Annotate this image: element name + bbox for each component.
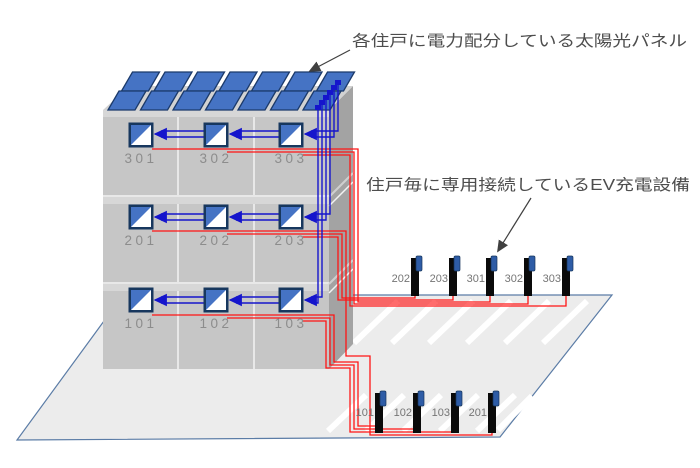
ev-charger-icon — [486, 255, 498, 296]
ev-charger-label-201: 201 — [469, 407, 487, 419]
side-floor-line — [328, 172, 354, 198]
ev-charger-label-302: 302 — [505, 273, 523, 285]
ev-charger-icon — [524, 255, 536, 296]
solar-panel — [106, 90, 148, 111]
ev-charger-icon — [451, 390, 463, 433]
unit-label-102: 102 — [199, 316, 232, 331]
parking-stripe — [464, 298, 514, 346]
unit-labels: 301 302 303 201 202 203 101 102 103 — [124, 151, 307, 331]
ev-charger-label-303: 303 — [543, 273, 561, 285]
ev-charger-icon — [411, 255, 423, 296]
pv-connector-icon — [335, 80, 341, 85]
ev-line-301 — [152, 148, 491, 303]
pv-line-floor2 — [161, 213, 280, 221]
ev-charger-icon — [562, 255, 574, 296]
unit-label-103: 103 — [274, 316, 307, 331]
ev-charger-label-101: 101 — [356, 407, 374, 419]
solar-annotation-arrow-icon — [308, 49, 351, 72]
solar-panel — [269, 90, 310, 111]
solar-panel — [236, 90, 278, 111]
parking-stripe — [351, 298, 401, 346]
pv-distribution-wires — [153, 80, 341, 307]
ev-line-303 — [302, 154, 567, 307]
solar-annotation-text: 各住戸に電力配分している太陽光パネル — [352, 32, 687, 50]
ev-annotation-arrow-icon — [497, 197, 532, 253]
ev-charger-label-102: 102 — [394, 407, 412, 419]
meter-box-icon — [128, 204, 154, 230]
meter-box-icon — [128, 287, 154, 313]
solar-panel — [171, 90, 213, 111]
ev-charger-label-301: 301 — [467, 273, 485, 285]
ev-line-201 — [152, 230, 493, 436]
meter-box-icon — [278, 122, 304, 148]
slab-band — [103, 197, 329, 204]
pv-line-floor1 — [161, 296, 280, 304]
parking-stripe — [389, 298, 439, 346]
ev-chargers-back-row: 202 203 301 302 303 — [392, 255, 574, 296]
ev-charger-label-203: 203 — [430, 273, 448, 285]
annotations: 各住戸に電力配分している太陽光パネル 住戸毎に専用接続しているEV充電設備 — [308, 32, 690, 253]
parking-stripes — [325, 298, 590, 434]
unit-label-302: 302 — [199, 151, 232, 166]
pv-line-floor3 — [161, 130, 280, 138]
parking-stripe — [426, 298, 476, 346]
ev-line-203 — [302, 236, 454, 301]
pv-connector-icon — [315, 105, 321, 110]
slab-band — [103, 110, 329, 117]
ev-charger-icon — [488, 390, 500, 433]
parking-stripe — [495, 393, 535, 433]
solar-panel — [204, 90, 245, 111]
solar-panel — [139, 90, 180, 111]
side-floor-line — [328, 259, 354, 285]
ev-line-302 — [227, 151, 529, 305]
pv-line — [311, 85, 339, 132]
parking-stripe — [325, 392, 369, 434]
ev-chargers-front-row: 101 102 103 201 — [356, 390, 500, 433]
parking-stripe — [363, 392, 407, 434]
unit-label-303: 303 — [274, 151, 307, 166]
side-floor-highlight — [328, 181, 354, 207]
ev-charger-label-202: 202 — [392, 273, 410, 285]
unit-label-202: 202 — [199, 233, 232, 248]
meter-box-icon — [203, 287, 229, 313]
solar-panel-array — [106, 71, 356, 111]
pv-connector-icon — [323, 95, 329, 100]
meter-box-icon — [203, 122, 229, 148]
meter-box-icon — [278, 287, 304, 313]
meter-box-icon — [278, 204, 304, 230]
ev-line-103 — [302, 320, 455, 433]
meter-box-icon — [203, 204, 229, 230]
ev-charger-icon — [413, 390, 425, 433]
ev-charger-icon — [375, 390, 387, 433]
pv-connector-icon — [319, 100, 325, 105]
side-floor-highlight — [328, 268, 354, 294]
ev-charger-label-103: 103 — [432, 407, 450, 419]
unit-label-203: 203 — [274, 233, 307, 248]
ev-charger-icon — [449, 255, 461, 296]
pv-connector-icon — [327, 90, 333, 95]
ev-annotation-text: 住戸毎に専用接続しているEV充電設備 — [366, 176, 690, 194]
pv-connector-icon — [331, 85, 337, 90]
parking-stripe — [540, 298, 590, 346]
unit-label-301: 301 — [124, 151, 157, 166]
parking-stripe — [502, 298, 552, 346]
unit-meter-boxes — [128, 122, 304, 313]
unit-label-101: 101 — [124, 316, 157, 331]
parking-stripe — [400, 392, 444, 434]
meter-box-icon — [128, 122, 154, 148]
unit-label-201: 201 — [124, 233, 157, 248]
ev-line-202 — [227, 233, 416, 299]
